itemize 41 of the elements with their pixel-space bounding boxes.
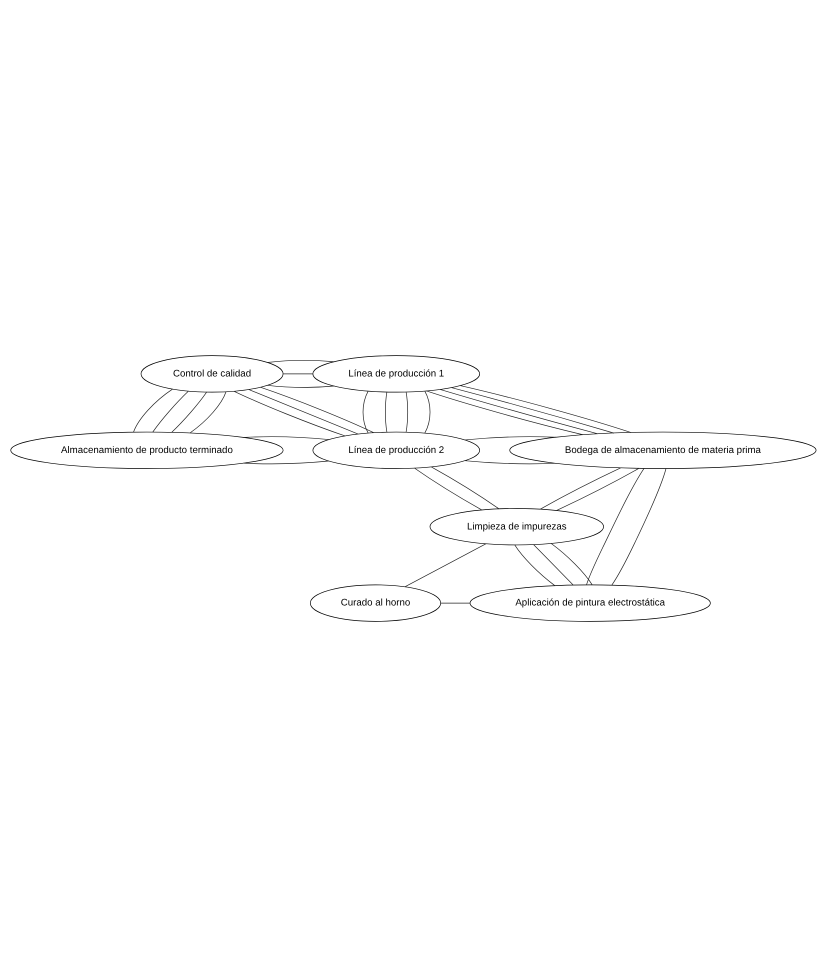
- connector: [404, 542, 486, 587]
- connector: [612, 468, 666, 585]
- connector: [440, 388, 598, 434]
- connector: [152, 390, 189, 432]
- connector: [556, 467, 640, 510]
- connector: [406, 391, 408, 432]
- connector: [550, 542, 593, 585]
- connector: [282, 373, 314, 374]
- connector: [586, 467, 644, 585]
- connector: [266, 359, 335, 362]
- connector: [242, 460, 330, 464]
- connector: [460, 384, 632, 432]
- node-ellipse: Almacenamiento de producto terminado: [10, 431, 284, 468]
- connector: [190, 390, 226, 433]
- connector: [260, 386, 374, 433]
- connector: [426, 390, 584, 435]
- connector: [464, 436, 557, 440]
- node-ellipse: Aplicación de pintura electrostática: [470, 584, 711, 622]
- node-ellipse: Línea de producción 2: [312, 431, 480, 468]
- node-ellipse: Control de calidad: [140, 354, 284, 392]
- node-ellipse: Bodega de almacenamiento de materia prima: [509, 431, 816, 468]
- connector: [385, 391, 388, 432]
- connector: [440, 602, 471, 603]
- connector: [424, 390, 430, 434]
- connector: [248, 388, 358, 434]
- connector: [540, 466, 622, 510]
- connector: [431, 466, 500, 509]
- node-ellipse: Curado al horno: [310, 584, 441, 622]
- connector: [171, 391, 208, 432]
- connector: [514, 544, 556, 586]
- node-ellipse: Limpieza de impurezas: [430, 508, 604, 545]
- connector: [533, 544, 574, 585]
- connector: [414, 467, 482, 510]
- node-ellipse: Línea de producción 1: [312, 354, 480, 392]
- connector: [233, 390, 346, 436]
- connector: [450, 386, 614, 433]
- connector: [464, 460, 557, 464]
- connector: [362, 390, 369, 434]
- connector: [133, 388, 173, 432]
- connector: [242, 436, 330, 440]
- connector: [266, 384, 335, 388]
